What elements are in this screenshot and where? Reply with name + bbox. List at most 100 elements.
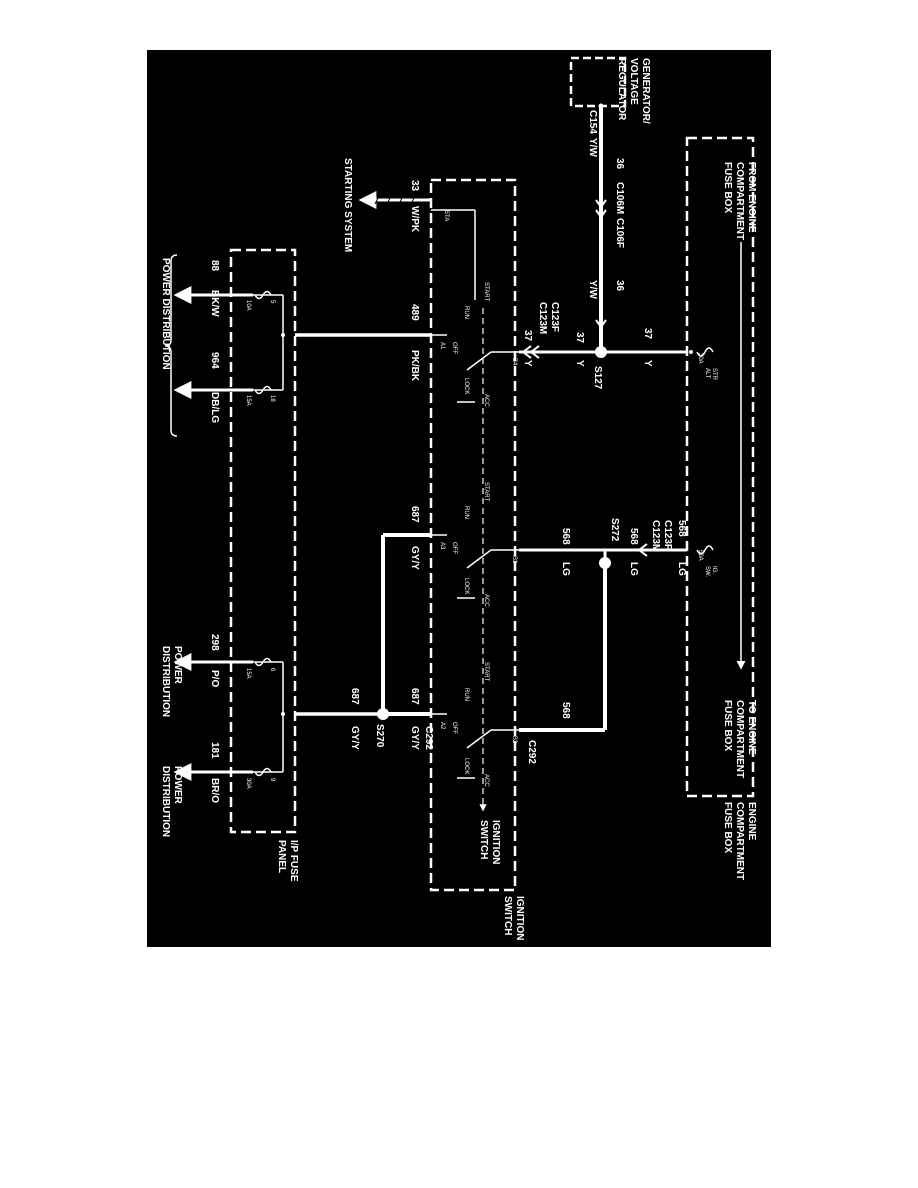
label-connector-c106f: C106F [614,218,625,248]
label-engine-fuse-box-name-1: ENGINE [746,802,757,841]
label-splice-s272: S272 [609,518,620,542]
label-wire-yw1: Y/W [587,138,598,157]
wiring-diagram: FROM ENGINE COMPARTMENT FUSE BOX TO ENGI… [160,56,757,940]
label-connector-c292-bottom: C292 [423,726,434,750]
label-pos-sta: STA [443,210,449,221]
label-from-fuse-box-1: FROM ENGINE [746,162,757,233]
label-circuit-37b: 37 [574,332,585,344]
label-engine-fuse-box-name-2: COMPARTMENT [734,802,745,880]
label-pin-a3: A3 [439,542,445,550]
switch-deck-2 [431,534,519,599]
fuse-6-symbol [254,657,272,667]
label-ignition-switch-name-2: SWITCH [502,896,513,935]
label-pos-lock-1: LOCK [463,378,469,394]
switch-deck-3 [431,713,519,779]
label-circuit-964: 964 [209,352,220,369]
label-pos-off-3: OFF [451,722,457,734]
label-generator-2: VOLTAGE [628,58,639,105]
label-circuit-568a: 568 [676,520,687,537]
label-wire-lg1: LG [676,562,687,576]
label-circuit-298: 298 [209,634,220,651]
label-wire-wpk: W/PK [409,206,420,233]
label-wire-y3: Y [522,360,533,367]
generator-terminal [598,103,604,109]
label-wire-gyy3: GY/Y [349,726,360,750]
power-distribution-bracket [164,254,178,437]
fuse-ig-sw-symbol [696,545,714,555]
connector-c123-37b [521,345,532,359]
label-connector-c106m: C106M [614,182,625,214]
label-to-fuse-box-1: TO ENGINE [746,700,757,755]
label-fuse-ig: IG. [711,566,717,574]
label-wire-lg3: LG [560,562,571,576]
label-pos-lock-2: LOCK [463,578,469,594]
label-pd181-2: DISTRIBUTION [160,766,171,837]
label-to-fuse-box-3: FUSE BOX [722,700,733,751]
label-fuse-6-id: 6 [269,668,275,672]
generator-box-outline [569,56,627,108]
label-fuse-6-rating: 15A [245,668,251,679]
label-wire-y2: Y [574,360,585,367]
label-splice-s127: S127 [592,366,603,390]
label-circuit-181: 181 [209,742,220,759]
label-ip-fuse-panel-1: I/P FUSE [288,840,299,882]
label-power-distribution-main: POWER DISTRIBUTION [160,258,171,370]
label-fuse-str: STR [711,368,717,381]
label-pos-acc-2: ACC [483,594,489,607]
engine-fuse-box-outline [685,136,755,798]
label-generator-1: GENERATOR/ [640,58,651,124]
fuse-5-symbol [254,290,272,300]
label-pin-b4: B4 [511,358,517,366]
label-generator-3: REGULATOR [616,58,627,121]
label-pd181-1: POWER [172,766,183,805]
label-pos-off-2: OFF [451,542,457,554]
connector-c123-37 [529,345,540,359]
label-wire-y1: Y [642,360,653,367]
label-starting-system: STARTING SYSTEM [342,158,353,252]
label-pos-run-1: RUN [463,306,469,319]
label-fuse-sw: SW. [704,566,710,577]
wire-33-stripe [374,195,416,205]
label-fuse-5-id: 5 [269,300,275,304]
label-pos-acc-1: ACC [483,394,489,407]
fuse-str-alt-symbol [696,347,714,357]
label-fuse-9-rating: 30A [245,778,251,789]
label-circuit-568d: 568 [560,702,571,719]
label-pd298-1: POWER [172,646,183,685]
label-pos-acc-3: ACC [483,774,489,787]
label-circuit-36b: 36 [614,280,625,292]
label-connector-c154: C154 [587,110,598,134]
label-from-fuse-box-3: FUSE BOX [722,162,733,213]
connector-c123-568 [637,543,648,557]
label-pin-b3: B3 [511,556,517,564]
label-ignition-switch-inner-2: SWITCH [478,820,489,859]
label-splice-s270: S270 [374,724,385,748]
label-pin-b2: B2 [511,736,517,744]
ip-bus-node [281,333,285,337]
label-ignition-switch-name-1: IGNITION [514,896,525,940]
label-fuse-18-rating: 15A [245,395,251,406]
label-pos-lock-3: LOCK [463,758,469,774]
label-wire-dblg: DB/LG [209,392,220,423]
label-from-fuse-box-2: COMPARTMENT [734,162,745,240]
label-circuit-687a: 687 [409,506,420,523]
label-wire-yw2: Y/W [587,280,598,299]
ip-fuse-panel-outline [229,248,297,834]
label-engine-fuse-box-name-3: FUSE BOX [722,802,733,853]
label-ignition-switch-inner-1: IGNITION [490,820,501,864]
label-circuit-687b: 687 [409,688,420,705]
connector-c123-arrow [595,319,607,329]
label-pin-a2: A2 [439,722,445,730]
label-circuit-568b: 568 [628,528,639,545]
label-circuit-568c: 568 [560,528,571,545]
label-connector-c292-top: C292 [526,740,537,764]
label-fuse-ig-sw-rating: 50A [697,550,703,561]
label-wire-gyy2: GY/Y [409,726,420,750]
label-connector-c123m-1: C123M [537,302,548,334]
fuse-18-symbol [254,385,272,395]
label-circuit-489: 489 [409,304,420,321]
label-fuse-str-alt-rating: 30A [697,353,703,364]
label-connector-c123f-2: C123F [662,520,673,550]
label-pos-run-3: RUN [463,688,469,701]
label-pd298-2: DISTRIBUTION [160,646,171,717]
